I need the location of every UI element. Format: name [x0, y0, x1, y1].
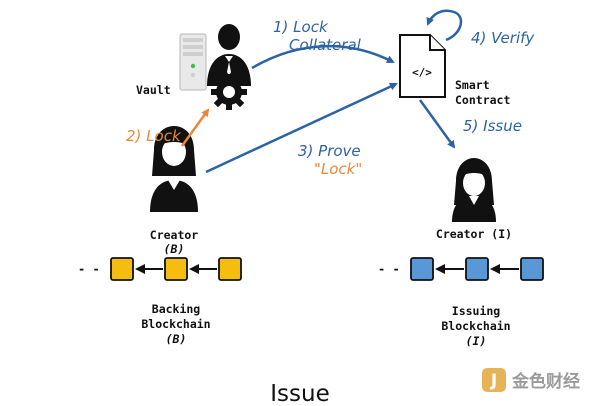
- watermark-logo: J 金色财经: [482, 368, 580, 392]
- vault-label: Vault: [136, 83, 171, 97]
- smart-contract-label-line1: Smart: [455, 78, 490, 92]
- step-prove-line1: 3) Prove: [298, 142, 361, 160]
- creator-b-label-line1: Creator: [150, 228, 199, 242]
- smart-contract-label-line2: Contract: [455, 93, 510, 107]
- backing-block: [164, 257, 188, 281]
- document-icon: [399, 34, 446, 98]
- gear-icon: [211, 74, 247, 110]
- backing-blockchain-label-line1: Backing: [152, 302, 201, 316]
- step-verify: 4) Verify: [471, 29, 535, 47]
- issuing-blockchain-label-line1: Issuing: [452, 304, 501, 318]
- backing-block: [110, 257, 134, 281]
- watermark-text: 金色财经: [511, 371, 580, 392]
- issuing-chain-dashes: - -: [378, 262, 400, 276]
- female-user-icon: [150, 126, 198, 212]
- issuing-blockchain: - -: [378, 257, 544, 281]
- contract-code-label: </>: [412, 66, 432, 79]
- step-issue: 5) Issue: [463, 117, 522, 135]
- issuing-blockchain-label-line3: (I): [466, 334, 487, 348]
- creator-i-label: Creator (I): [436, 227, 512, 241]
- issuing-blockchain-label-line2: Blockchain: [441, 319, 510, 333]
- diagram-caption: Issue: [270, 381, 329, 406]
- step-prove-line2: "Lock": [314, 160, 362, 178]
- female-user-icon: [452, 158, 496, 222]
- lock-arrow: [180, 108, 210, 147]
- issuing-block: [520, 257, 544, 281]
- issuing-block: [465, 257, 489, 281]
- watermark-logo-letter: J: [490, 371, 497, 391]
- creator-b-label-line2: (B): [164, 242, 185, 256]
- lock-collateral-arrow: [251, 44, 395, 70]
- backing-blockchain-label-line2: Blockchain: [141, 317, 210, 331]
- backing-chain-dashes: - -: [78, 262, 100, 276]
- backing-blockchain-label-line3: (B): [166, 332, 187, 346]
- prove-lock-arrow: [205, 82, 398, 174]
- backing-blockchain: - -: [78, 257, 242, 281]
- step-lock-collateral-line1: 1) Lock: [273, 18, 329, 36]
- issuing-block: [410, 257, 434, 281]
- issue-arrow: [418, 99, 456, 149]
- server-icon: [179, 33, 207, 91]
- verify-loop-arrow: [426, 9, 463, 42]
- step-lock-collateral-line2: Collateral: [289, 36, 362, 54]
- backing-block: [218, 257, 242, 281]
- step-lock: 2) Lock: [126, 127, 182, 145]
